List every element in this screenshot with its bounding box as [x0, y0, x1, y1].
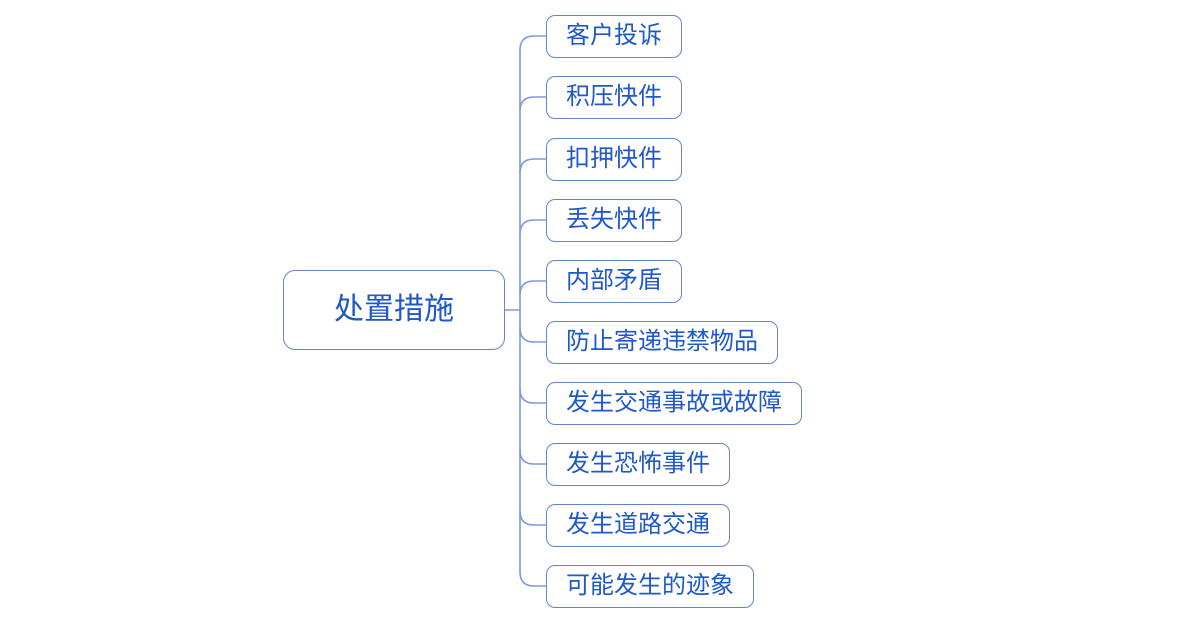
mindmap-node[interactable]: 防止寄递违禁物品: [546, 321, 778, 364]
connector-branch: [519, 158, 547, 174]
connector-branch: [519, 571, 547, 587]
mindmap-node[interactable]: 发生恐怖事件: [546, 443, 730, 486]
mindmap-node[interactable]: 客户投诉: [546, 15, 682, 58]
mindmap-root-node[interactable]: 处置措施: [283, 270, 505, 350]
mindmap-node[interactable]: 内部矛盾: [546, 260, 682, 303]
mindmap-node[interactable]: 发生交通事故或故障: [546, 382, 802, 425]
mindmap-node[interactable]: 可能发生的迹象: [546, 565, 754, 608]
connector-branch: [519, 449, 547, 465]
mindmap-node[interactable]: 丢失快件: [546, 199, 682, 242]
mindmap-node[interactable]: 扣押快件: [546, 138, 682, 181]
connector-branch: [519, 96, 547, 112]
connector-branch: [519, 35, 547, 51]
connector-branch: [519, 219, 547, 235]
connector-branch: [519, 388, 547, 404]
connector-branch: [519, 280, 547, 296]
mindmap-node[interactable]: 发生道路交通: [546, 504, 730, 547]
connector-branch: [519, 327, 547, 343]
mindmap-node[interactable]: 积压快件: [546, 76, 682, 119]
connector-branch: [519, 510, 547, 526]
